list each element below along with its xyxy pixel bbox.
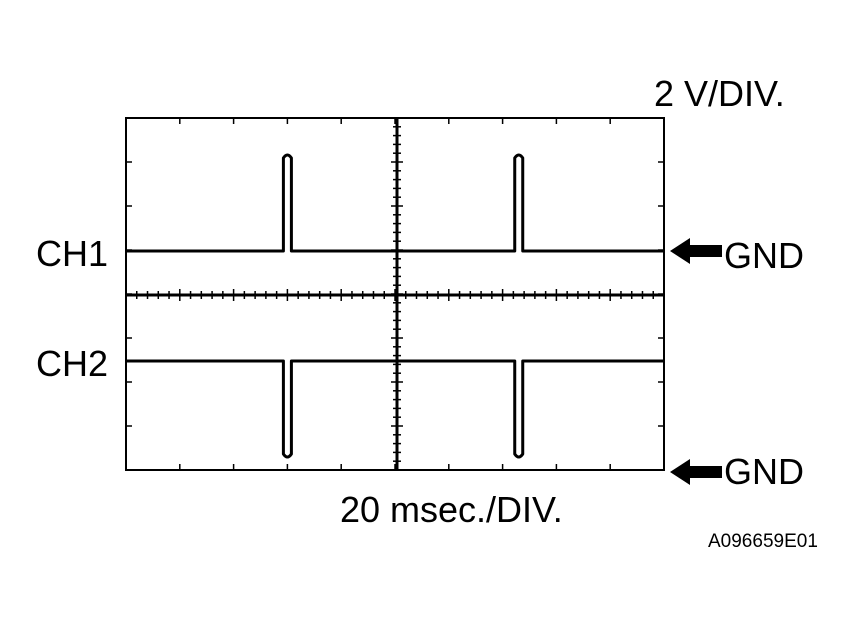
ch1-ground-label: GND	[724, 235, 804, 276]
figure-id-label: A096659E01	[708, 531, 818, 552]
time-per-division-label: 20 msec./DIV.	[340, 489, 563, 530]
gnd2-arrow-icon	[670, 459, 722, 485]
ch2-waveform	[126, 359, 664, 459]
ch2-ground-label: GND	[724, 451, 804, 492]
ch1-waveform	[126, 153, 664, 253]
gnd1-arrow-icon	[670, 238, 722, 264]
ch1-label: CH1	[36, 233, 109, 274]
volts-per-division-label: 2 V/DIV.	[654, 73, 785, 114]
ch2-label: CH2	[36, 343, 109, 384]
